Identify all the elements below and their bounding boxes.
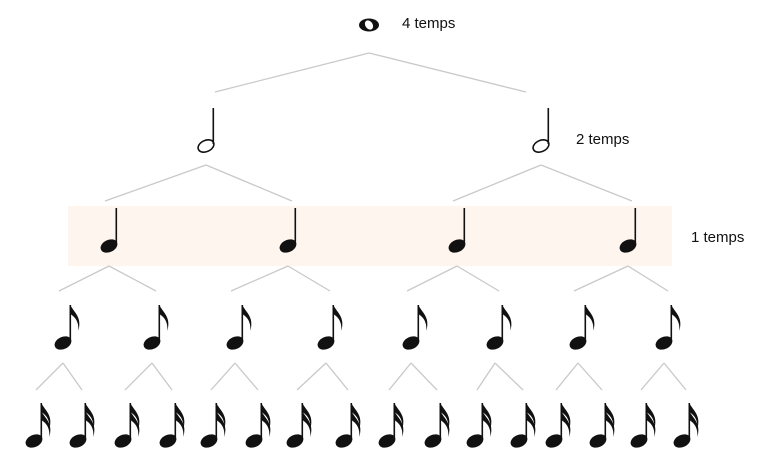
eighth-note-icon xyxy=(54,305,80,350)
sixteenth-note-icon xyxy=(114,403,140,448)
eighth-note-icon xyxy=(317,305,343,350)
eighth-note-icon xyxy=(226,305,252,350)
whole-note-duration-label: 4 temps xyxy=(402,15,456,32)
sixteenth-note-icon xyxy=(69,403,95,448)
eighth-note-icon xyxy=(486,305,512,350)
connector-line-right xyxy=(577,362,603,391)
connector-line-right xyxy=(368,52,527,93)
connector-line-right xyxy=(456,265,500,292)
sixteenth-note-icon xyxy=(510,403,536,448)
sixteenth-note-icon xyxy=(200,403,226,448)
quarter-note-icon xyxy=(448,208,466,253)
connector-line-left xyxy=(406,265,458,292)
half-note-icon xyxy=(532,108,550,153)
connector-line-left xyxy=(476,362,496,391)
connector-line-left xyxy=(452,164,542,202)
connector-line-left xyxy=(104,164,207,202)
sixteenth-note-icon xyxy=(630,403,656,448)
sixteenth-note-icon xyxy=(245,403,271,448)
connector-line-right xyxy=(234,362,259,391)
eighth-note-icon xyxy=(569,305,595,350)
connector-line-left xyxy=(210,362,236,391)
quarter-note-icon xyxy=(100,208,118,253)
connector-line-right xyxy=(494,362,524,391)
connector-line-right xyxy=(205,164,293,202)
eighth-note-icon xyxy=(655,305,681,350)
connector-line-left xyxy=(555,362,579,391)
connector-line-right xyxy=(627,265,669,292)
connector-line-left xyxy=(640,362,665,391)
sixteenth-note-icon xyxy=(25,403,51,448)
sixteenth-note-icon xyxy=(159,403,185,448)
connector-line-left xyxy=(573,265,629,292)
connector-lines xyxy=(35,52,687,391)
sixteenth-note-icon xyxy=(286,403,312,448)
half-note-duration-label: 2 temps xyxy=(576,131,630,148)
quarter-note-icon xyxy=(279,208,297,253)
connector-line-left xyxy=(214,52,370,93)
eighth-note-icon xyxy=(143,305,169,350)
notes-layer xyxy=(25,18,699,448)
sixteenth-note-icon xyxy=(378,403,404,448)
connector-line-left xyxy=(58,265,110,292)
connector-line-right xyxy=(410,362,438,391)
sixteenth-note-icon xyxy=(545,403,571,448)
connector-line-left xyxy=(230,265,289,292)
quarter-note-icon xyxy=(619,208,637,253)
connector-line-left xyxy=(296,362,327,391)
sixteenth-note-icon xyxy=(424,403,450,448)
sixteenth-note-icon xyxy=(466,403,492,448)
connector-line-right xyxy=(325,362,349,391)
sixteenth-note-icon xyxy=(589,403,615,448)
quarter-level-highlight xyxy=(68,206,672,266)
half-note-icon xyxy=(197,108,215,153)
connector-line-left xyxy=(35,362,64,391)
sixteenth-note-icon xyxy=(335,403,361,448)
connector-line-right xyxy=(540,164,633,202)
connector-line-right xyxy=(108,265,157,292)
whole-note-icon xyxy=(359,18,379,32)
connector-line-right xyxy=(287,265,331,292)
connector-line-right xyxy=(663,362,687,391)
connector-line-right xyxy=(151,362,173,391)
quarter-note-duration-label: 1 temps xyxy=(691,229,745,246)
connector-line-right xyxy=(62,362,83,391)
sixteenth-note-icon xyxy=(673,403,699,448)
eighth-note-icon xyxy=(402,305,428,350)
connector-line-left xyxy=(124,362,153,391)
connector-line-left xyxy=(388,362,412,391)
